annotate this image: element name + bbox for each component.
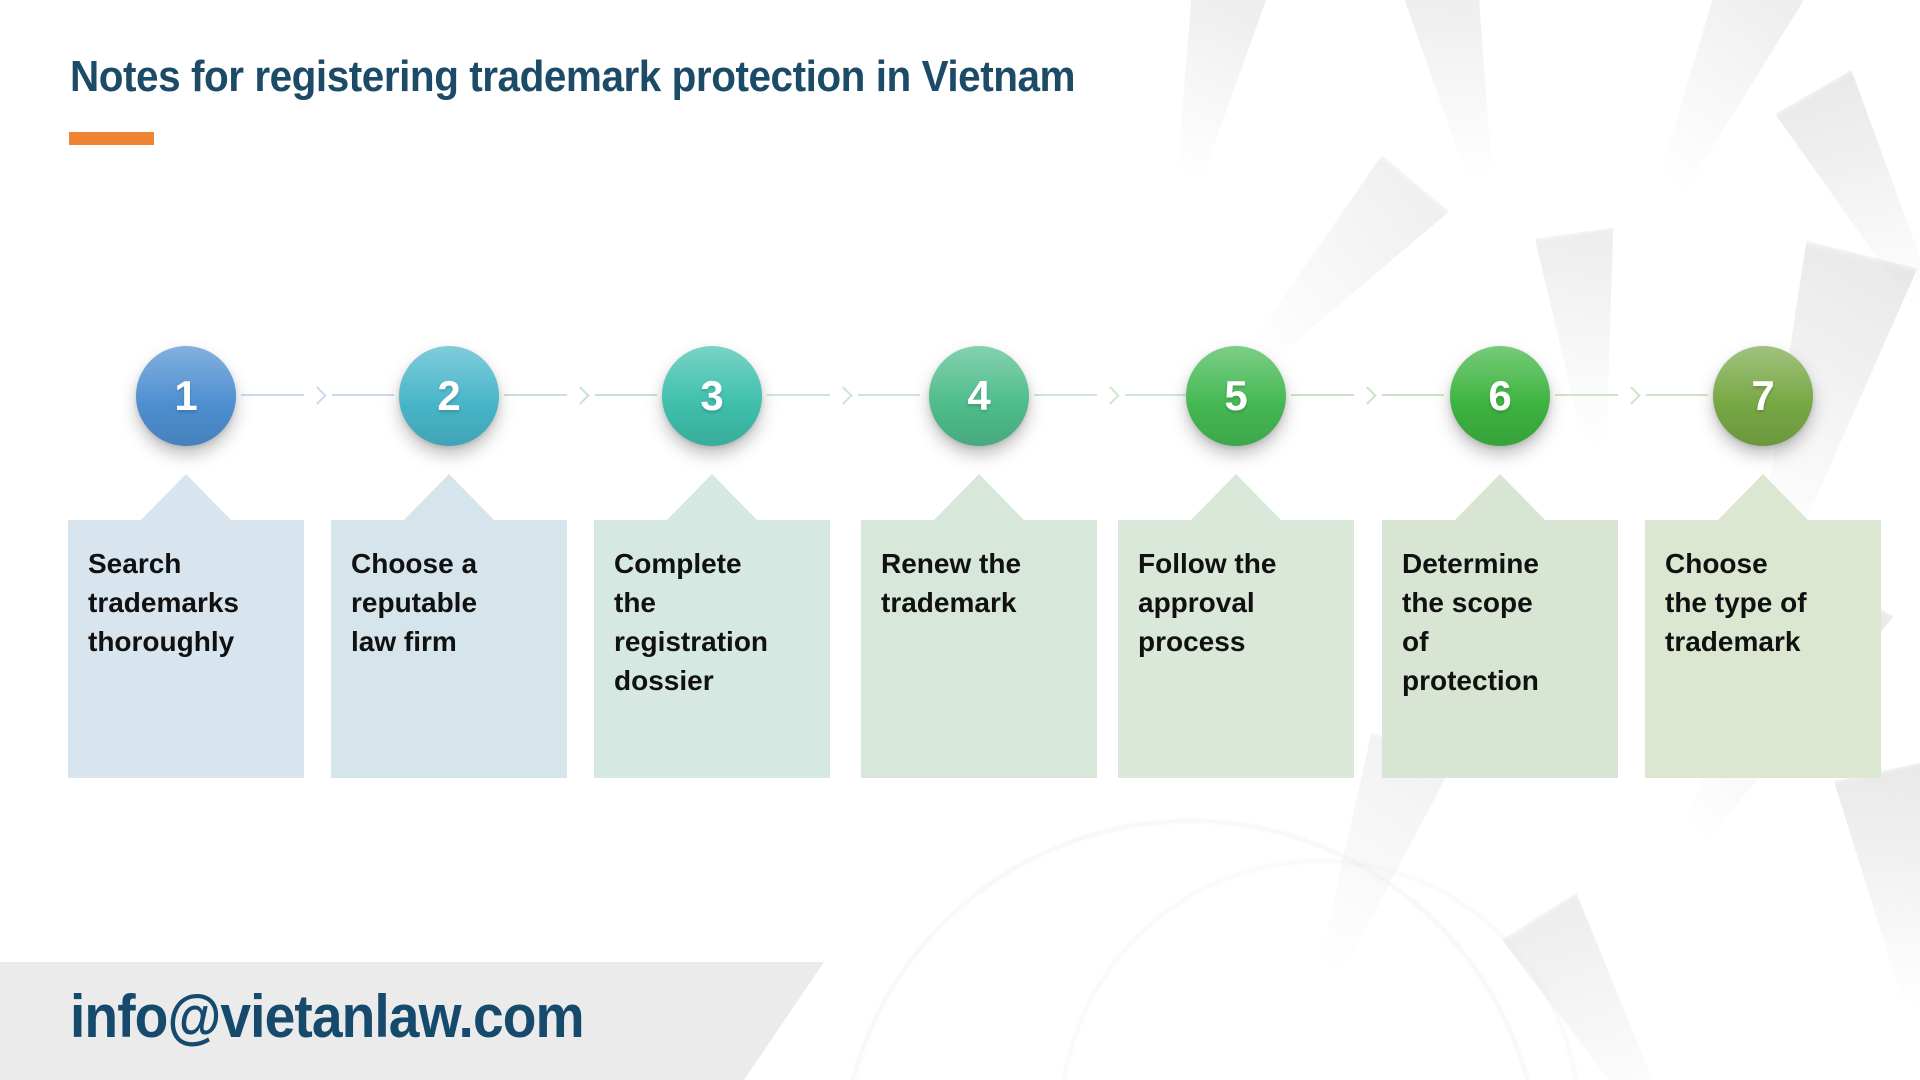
step-label: Renew the trademark (881, 548, 1022, 618)
step-number-badge: 6 (1450, 346, 1550, 446)
callout-pointer (1454, 474, 1546, 521)
connector-line (1645, 394, 1708, 396)
arrow-right-icon (1621, 385, 1641, 405)
step-label-box: Choose the type of trademark (1645, 520, 1881, 778)
connector-line (857, 394, 920, 396)
arrow-right-icon (307, 385, 327, 405)
connector (504, 385, 657, 405)
step-label: Choose the type of trademark (1665, 548, 1807, 657)
step-label: Follow the approval process (1138, 548, 1277, 657)
step-label: Complete the registration dossier (614, 548, 769, 696)
triangle-decoration (1363, 0, 1656, 282)
footer-email: info@vietanlaw.com (70, 983, 585, 1050)
connector (1291, 385, 1444, 405)
step-label-box: Search trademarks thoroughly (68, 520, 304, 778)
arc-decoration (1060, 860, 1580, 1080)
process-step-7: 7 Choose the type of trademark (1645, 346, 1881, 778)
arrow-right-icon (570, 385, 590, 405)
arc-decoration (840, 820, 1540, 1080)
step-number: 4 (967, 372, 991, 419)
connector-line (1034, 394, 1097, 396)
step-label: Search trademarks thoroughly (88, 548, 239, 657)
step-number: 1 (174, 372, 198, 419)
process-step-4: 4 Renew the trademark (861, 346, 1187, 778)
step-number-badge: 5 (1186, 346, 1286, 446)
step-label: Determine the scope of protection (1402, 548, 1539, 696)
step-number: 2 (437, 372, 461, 419)
process-step-6: 6 Determine the scope of protection (1382, 346, 1708, 778)
callout-pointer (1717, 474, 1809, 521)
callout-pointer (403, 474, 495, 521)
callout-pointer (140, 474, 232, 521)
step-number-badge: 3 (662, 346, 762, 446)
step-label-box: Follow the approval process (1118, 520, 1354, 778)
step-number-badge: 1 (136, 346, 236, 446)
step-number-badge: 4 (929, 346, 1029, 446)
connector-line (1291, 394, 1354, 396)
connector-line (1124, 394, 1187, 396)
connector-line (331, 394, 394, 396)
step-label-box: Choose a reputable law firm (331, 520, 567, 778)
step-number-badge: 7 (1713, 346, 1813, 446)
triangle-decoration (1808, 741, 1920, 1080)
process-step-5: 5 Follow the approval process (1118, 346, 1444, 778)
step-number-badge: 2 (399, 346, 499, 446)
step-number: 7 (1751, 372, 1775, 419)
connector (1555, 385, 1708, 405)
title-accent-bar (69, 132, 154, 145)
connector (1034, 385, 1187, 405)
callout-pointer (666, 474, 758, 521)
arrow-right-icon (833, 385, 853, 405)
process-step-3: 3 Complete the registration dossier (594, 346, 920, 778)
process-step-1: 1 Search trademarks thoroughly (68, 346, 394, 778)
callout-pointer (933, 474, 1025, 521)
connector-line (504, 394, 567, 396)
connector (767, 385, 920, 405)
connector-line (594, 394, 657, 396)
triangle-decoration (1479, 837, 1840, 1080)
connector-line (1381, 394, 1444, 396)
step-number: 3 (700, 372, 724, 419)
process-step-2: 2 Choose a reputable law firm (331, 346, 657, 778)
step-label-box: Renew the trademark (861, 520, 1097, 778)
page-title: Notes for registering trademark protecti… (70, 52, 1076, 101)
triangle-decoration (1563, 0, 1920, 358)
connector (241, 385, 394, 405)
triangle-decoration (1113, 0, 1387, 297)
step-label: Choose a reputable law firm (351, 548, 478, 657)
step-number: 5 (1224, 372, 1248, 419)
connector-line (241, 394, 304, 396)
callout-pointer (1190, 474, 1282, 521)
connector-line (1555, 394, 1618, 396)
arrow-right-icon (1357, 385, 1377, 405)
step-label-box: Complete the registration dossier (594, 520, 830, 778)
arrow-right-icon (1100, 385, 1120, 405)
step-label-box: Determine the scope of protection (1382, 520, 1618, 778)
connector-line (767, 394, 830, 396)
footer-band: info@vietanlaw.com (0, 962, 824, 1080)
step-number: 6 (1488, 372, 1512, 419)
